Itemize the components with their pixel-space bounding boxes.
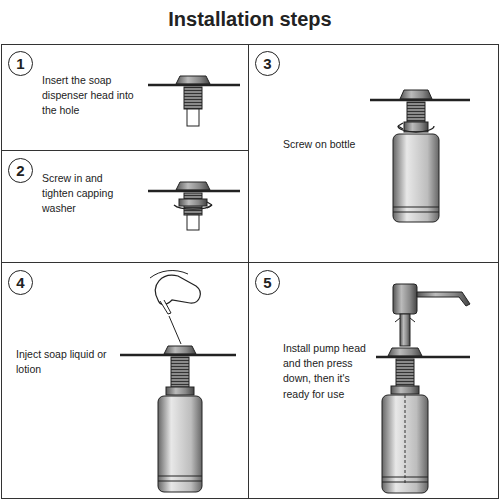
step-instruction: Insert the soap dispenser head into the … [42, 73, 142, 119]
step-number-circle: 1 [8, 51, 33, 76]
step-instruction: Screw in and tighten capping washer [42, 171, 137, 217]
diagram-title: Installation steps [0, 8, 500, 31]
step-panel: Insert the soap dispenser head into the … [1, 44, 249, 151]
step2-figure [148, 182, 240, 230]
step5-figure [376, 284, 470, 493]
step-number-circle: 5 [255, 270, 280, 295]
step1-figure [148, 76, 240, 126]
step4-figure [120, 271, 236, 492]
step-panel: Inject soap liquid or lotion 4 [1, 262, 249, 499]
step-number: 5 [263, 274, 271, 291]
step-panel: Screw in and tighten capping washer 2 [1, 150, 249, 263]
step-panel: Install pump head and then press down, t… [248, 262, 499, 499]
step-number: 2 [16, 162, 24, 179]
step-instruction: Screw on bottle [283, 137, 383, 152]
step-number-circle: 4 [8, 270, 33, 295]
step-number: 4 [16, 274, 24, 291]
step-panel: Screw on bottle 3 [248, 44, 499, 263]
step-number-circle: 3 [255, 51, 280, 76]
step-number-circle: 2 [8, 158, 33, 183]
step-instruction: Install pump head and then press down, t… [283, 341, 373, 402]
step-number: 3 [263, 55, 271, 72]
step-instruction: Inject soap liquid or lotion [16, 347, 116, 377]
step3-figure [370, 90, 470, 222]
step-number: 1 [16, 55, 24, 72]
